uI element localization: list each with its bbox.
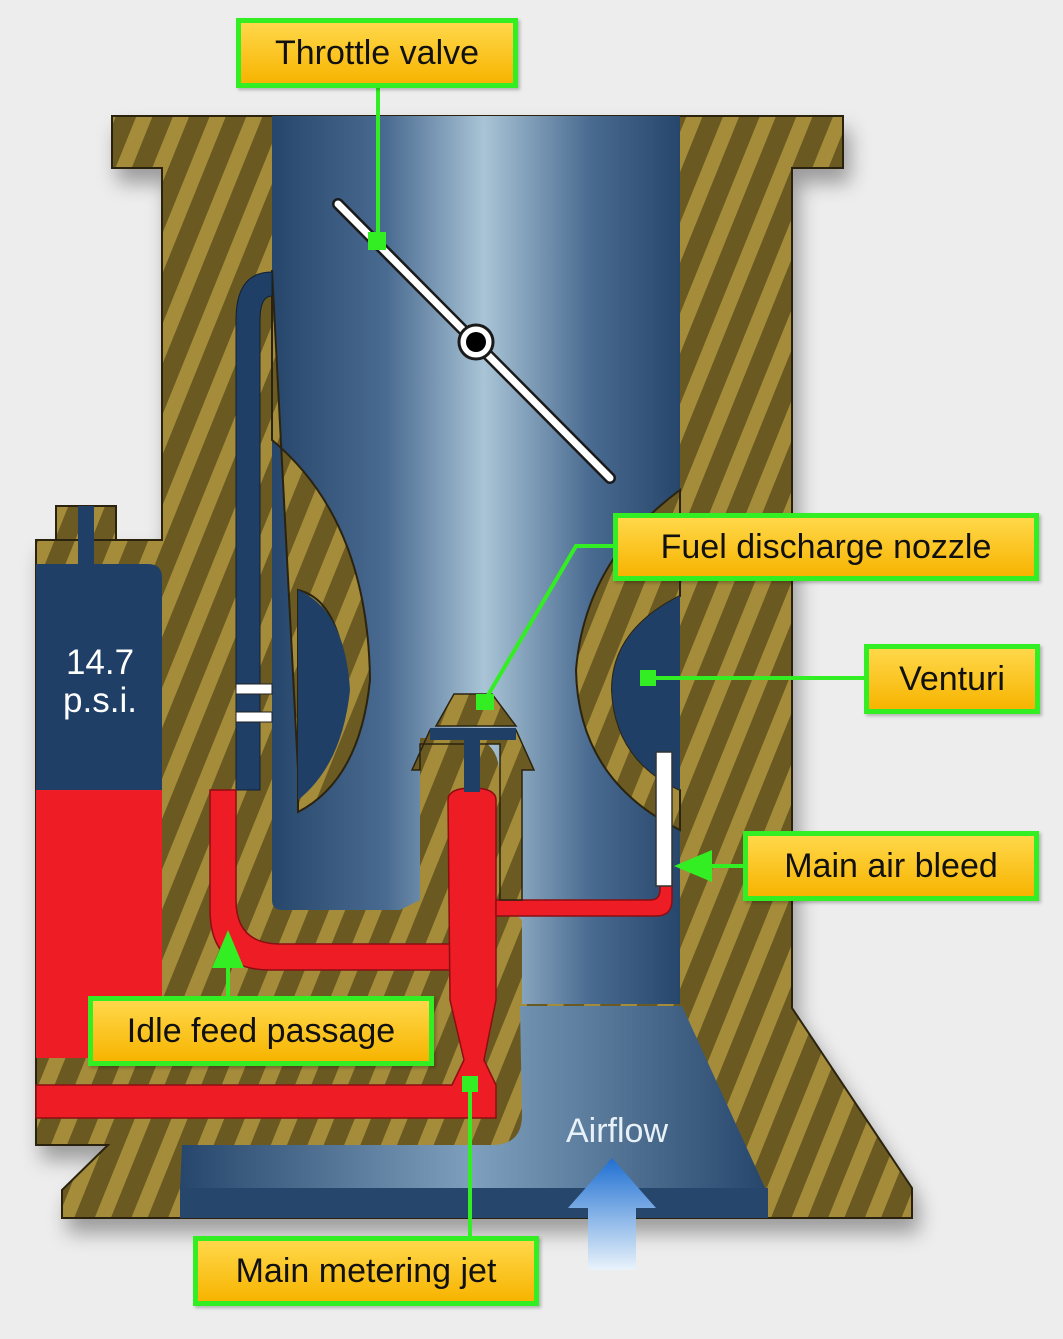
venturi-label: Venturi (899, 659, 1005, 698)
main-metering-jet-callout: Main metering jet (193, 1236, 539, 1306)
venturi-callout: Venturi (864, 644, 1040, 714)
main-air-bleed-tube (655, 751, 673, 887)
airflow-label: Airflow (566, 1112, 668, 1150)
airflow-arrow (568, 1158, 656, 1270)
fuel-discharge-nozzle-callout: Fuel discharge nozzle (613, 513, 1039, 581)
main-bore (272, 116, 680, 1004)
main-air-bleed-callout: Main air bleed (743, 831, 1039, 901)
main-metering-jet-label: Main metering jet (235, 1251, 497, 1290)
float-chamber (36, 564, 162, 1058)
leader-dots (368, 232, 656, 1092)
idle-passage-tube (235, 271, 273, 791)
leader-arrows (212, 850, 712, 968)
fuel-bowl-vent-cap (55, 505, 117, 566)
fuel-discharge-nozzle-label: Fuel discharge nozzle (660, 527, 992, 566)
throttle-valve-label: Throttle valve (274, 33, 480, 72)
throttle-valve-callout: Throttle valve (236, 18, 518, 88)
idle-feed-passage-callout: Idle feed passage (88, 996, 434, 1066)
pressure-unit: p.s.i. (63, 681, 137, 720)
air-inlet (180, 1006, 766, 1190)
pressure-value: 14.7 (66, 643, 134, 682)
main-air-bleed-label: Main air bleed (784, 846, 998, 885)
idle-feed-passage-label: Idle feed passage (126, 1011, 396, 1050)
